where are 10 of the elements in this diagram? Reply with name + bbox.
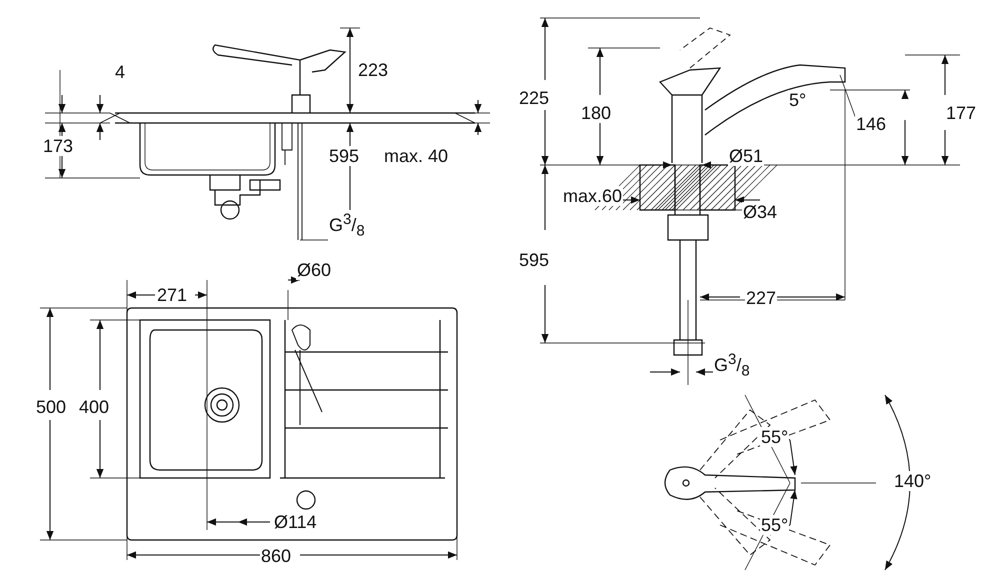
dimension-label: max.60	[562, 186, 624, 206]
dimension-label: 595	[328, 146, 360, 166]
dimension-label: Ø60	[296, 260, 332, 280]
dimension-label: 140°	[893, 471, 932, 491]
dimension-label: 55°	[760, 427, 790, 447]
dimension-label: 180	[580, 103, 612, 123]
dimension-label: Ø51	[728, 146, 764, 166]
dimension-label: G$^{3}$/$_{8}$	[328, 210, 366, 242]
dimension-label: 173	[42, 136, 74, 156]
dimension-label: 55°	[760, 515, 790, 535]
